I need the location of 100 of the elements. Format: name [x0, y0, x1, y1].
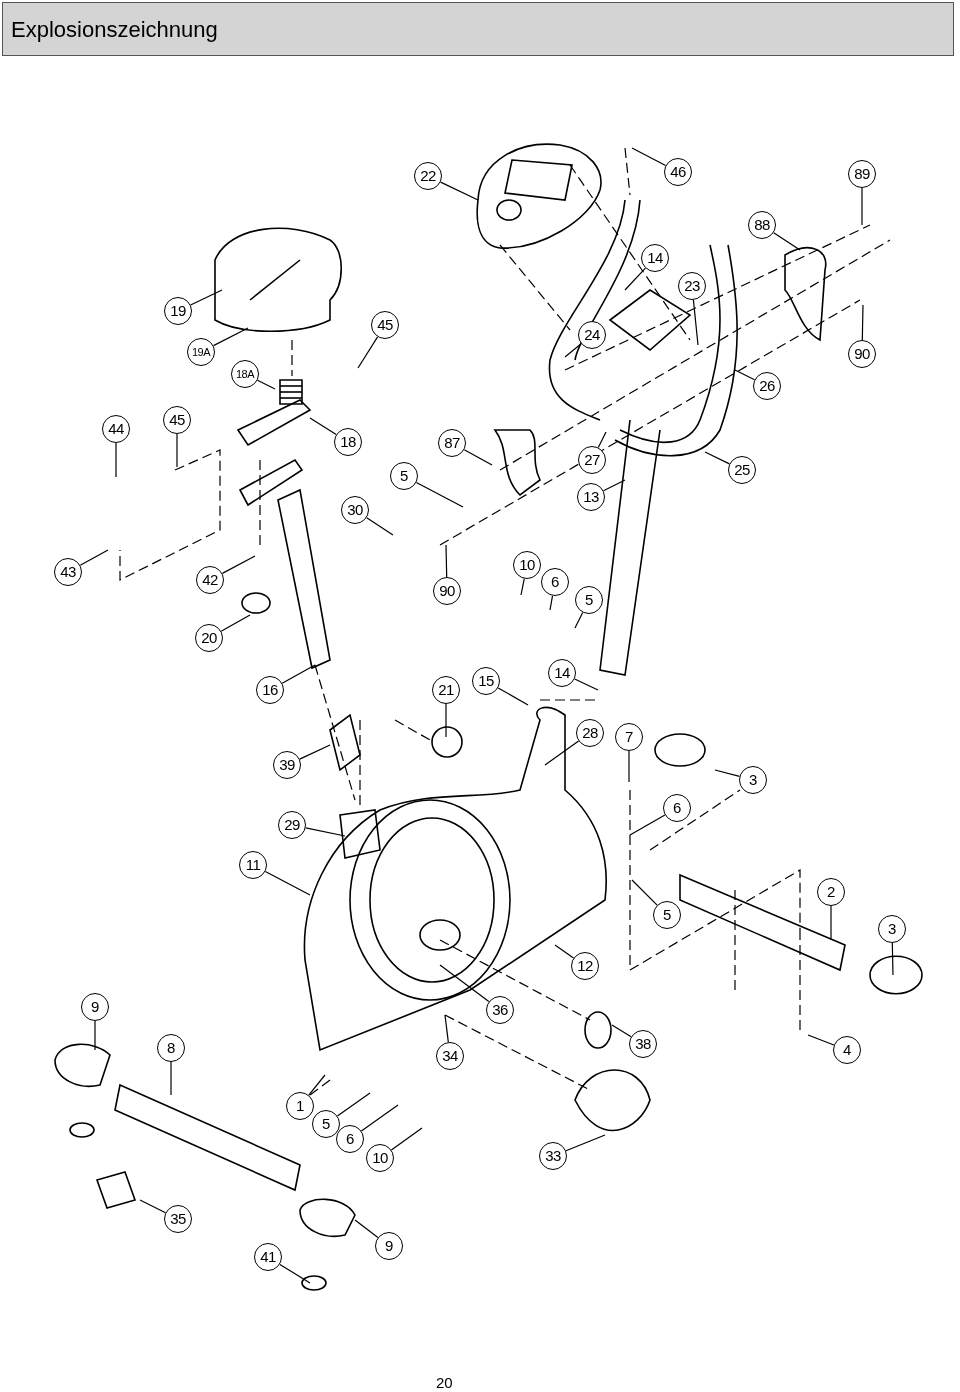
leader-line — [357, 336, 379, 369]
leader-line — [704, 451, 730, 465]
leader-line — [544, 740, 580, 766]
callout-number: 29 — [278, 811, 306, 839]
leader-line — [336, 1092, 371, 1117]
leader-line — [220, 614, 251, 632]
callout-number: 30 — [341, 496, 369, 524]
callout-number: 89 — [848, 160, 876, 188]
callout-number: 26 — [753, 372, 781, 400]
leader-line — [574, 678, 599, 691]
leader-line — [439, 964, 490, 1003]
leader-line — [360, 1104, 399, 1132]
callout-number: 5 — [653, 901, 681, 929]
callout-number: 33 — [539, 1142, 567, 1170]
leader-line — [564, 343, 582, 358]
leader-line — [520, 578, 525, 596]
leader-line — [281, 664, 316, 684]
callout-number: 10 — [513, 551, 541, 579]
callout-number: 11 — [239, 851, 267, 879]
leader-line — [597, 431, 607, 449]
leader-line — [830, 905, 832, 941]
leader-line — [256, 379, 276, 390]
leader-line — [807, 1034, 835, 1046]
leader-line — [861, 187, 863, 226]
leader-line — [440, 181, 479, 201]
page-title: Explosionszeichnung — [2, 2, 954, 56]
callout-number: 5 — [575, 586, 603, 614]
callout-number: 1 — [286, 1092, 314, 1120]
callout-number: 88 — [748, 211, 776, 239]
callout-number: 5 — [390, 462, 418, 490]
callout-number: 6 — [663, 794, 691, 822]
leader-line — [190, 289, 223, 306]
callout-number: 35 — [164, 1205, 192, 1233]
leader-line — [309, 417, 337, 436]
leader-line — [264, 870, 311, 896]
callout-number: 6 — [541, 568, 569, 596]
callout-number: 43 — [54, 558, 82, 586]
callout-number: 13 — [577, 483, 605, 511]
leader-line — [773, 232, 801, 251]
leader-line — [176, 433, 178, 468]
leader-line — [94, 1020, 96, 1051]
callout-number: 9 — [81, 993, 109, 1021]
callout-number: 22 — [414, 162, 442, 190]
leader-line — [221, 555, 256, 574]
callout-number: 19A — [187, 338, 215, 366]
callout-number: 19 — [164, 297, 192, 325]
leader-line — [565, 1134, 606, 1152]
leader-line — [445, 703, 447, 738]
leader-line — [624, 267, 646, 291]
callout-number: 2 — [817, 878, 845, 906]
callout-number: 38 — [629, 1030, 657, 1058]
leader-line — [279, 1263, 311, 1284]
leader-line — [629, 814, 666, 836]
callout-number: 14 — [548, 659, 576, 687]
callout-number: 90 — [848, 340, 876, 368]
leader-line — [554, 944, 575, 959]
leader-line — [354, 1219, 379, 1239]
callout-number: 18 — [334, 428, 362, 456]
callout-number: 15 — [472, 667, 500, 695]
callout-number: 41 — [254, 1243, 282, 1271]
callout-number: 39 — [273, 751, 301, 779]
leader-line — [891, 942, 894, 976]
callout-number: 45 — [163, 406, 191, 434]
callout-number: 21 — [432, 676, 460, 704]
callout-number: 42 — [196, 566, 224, 594]
leader-line — [212, 327, 249, 347]
leader-line — [692, 299, 699, 346]
callout-number: 44 — [102, 415, 130, 443]
leader-line — [445, 544, 448, 578]
leader-line — [602, 479, 626, 492]
leader-line — [305, 827, 346, 837]
leader-line — [299, 744, 331, 760]
page-number: 20 — [436, 1374, 453, 1391]
callout-number: 6 — [336, 1125, 364, 1153]
callout-number: 36 — [486, 996, 514, 1024]
callout-number: 28 — [576, 719, 604, 747]
callout-number: 20 — [195, 624, 223, 652]
callout-number: 9 — [375, 1232, 403, 1260]
callout-number: 87 — [438, 429, 466, 457]
callout-number: 5 — [312, 1110, 340, 1138]
leader-line — [574, 611, 584, 629]
leader-line — [115, 442, 117, 478]
callout-number: 24 — [578, 321, 606, 349]
leader-line — [79, 549, 109, 566]
leader-line — [734, 369, 756, 381]
leader-line — [390, 1127, 423, 1151]
callout-number: 14 — [641, 244, 669, 272]
leader-line — [714, 769, 741, 777]
leader-line — [444, 1014, 449, 1043]
callout-number: 46 — [664, 158, 692, 186]
leader-line — [549, 595, 554, 611]
callout-number: 10 — [366, 1144, 394, 1172]
leader-line — [497, 687, 529, 706]
leader-line — [170, 1061, 172, 1096]
leader-line — [631, 147, 667, 167]
callout-number: 23 — [678, 272, 706, 300]
leader-line — [415, 481, 464, 508]
callout-number: 4 — [833, 1036, 861, 1064]
callout-number: 8 — [157, 1034, 185, 1062]
callout-number: 90 — [433, 577, 461, 605]
